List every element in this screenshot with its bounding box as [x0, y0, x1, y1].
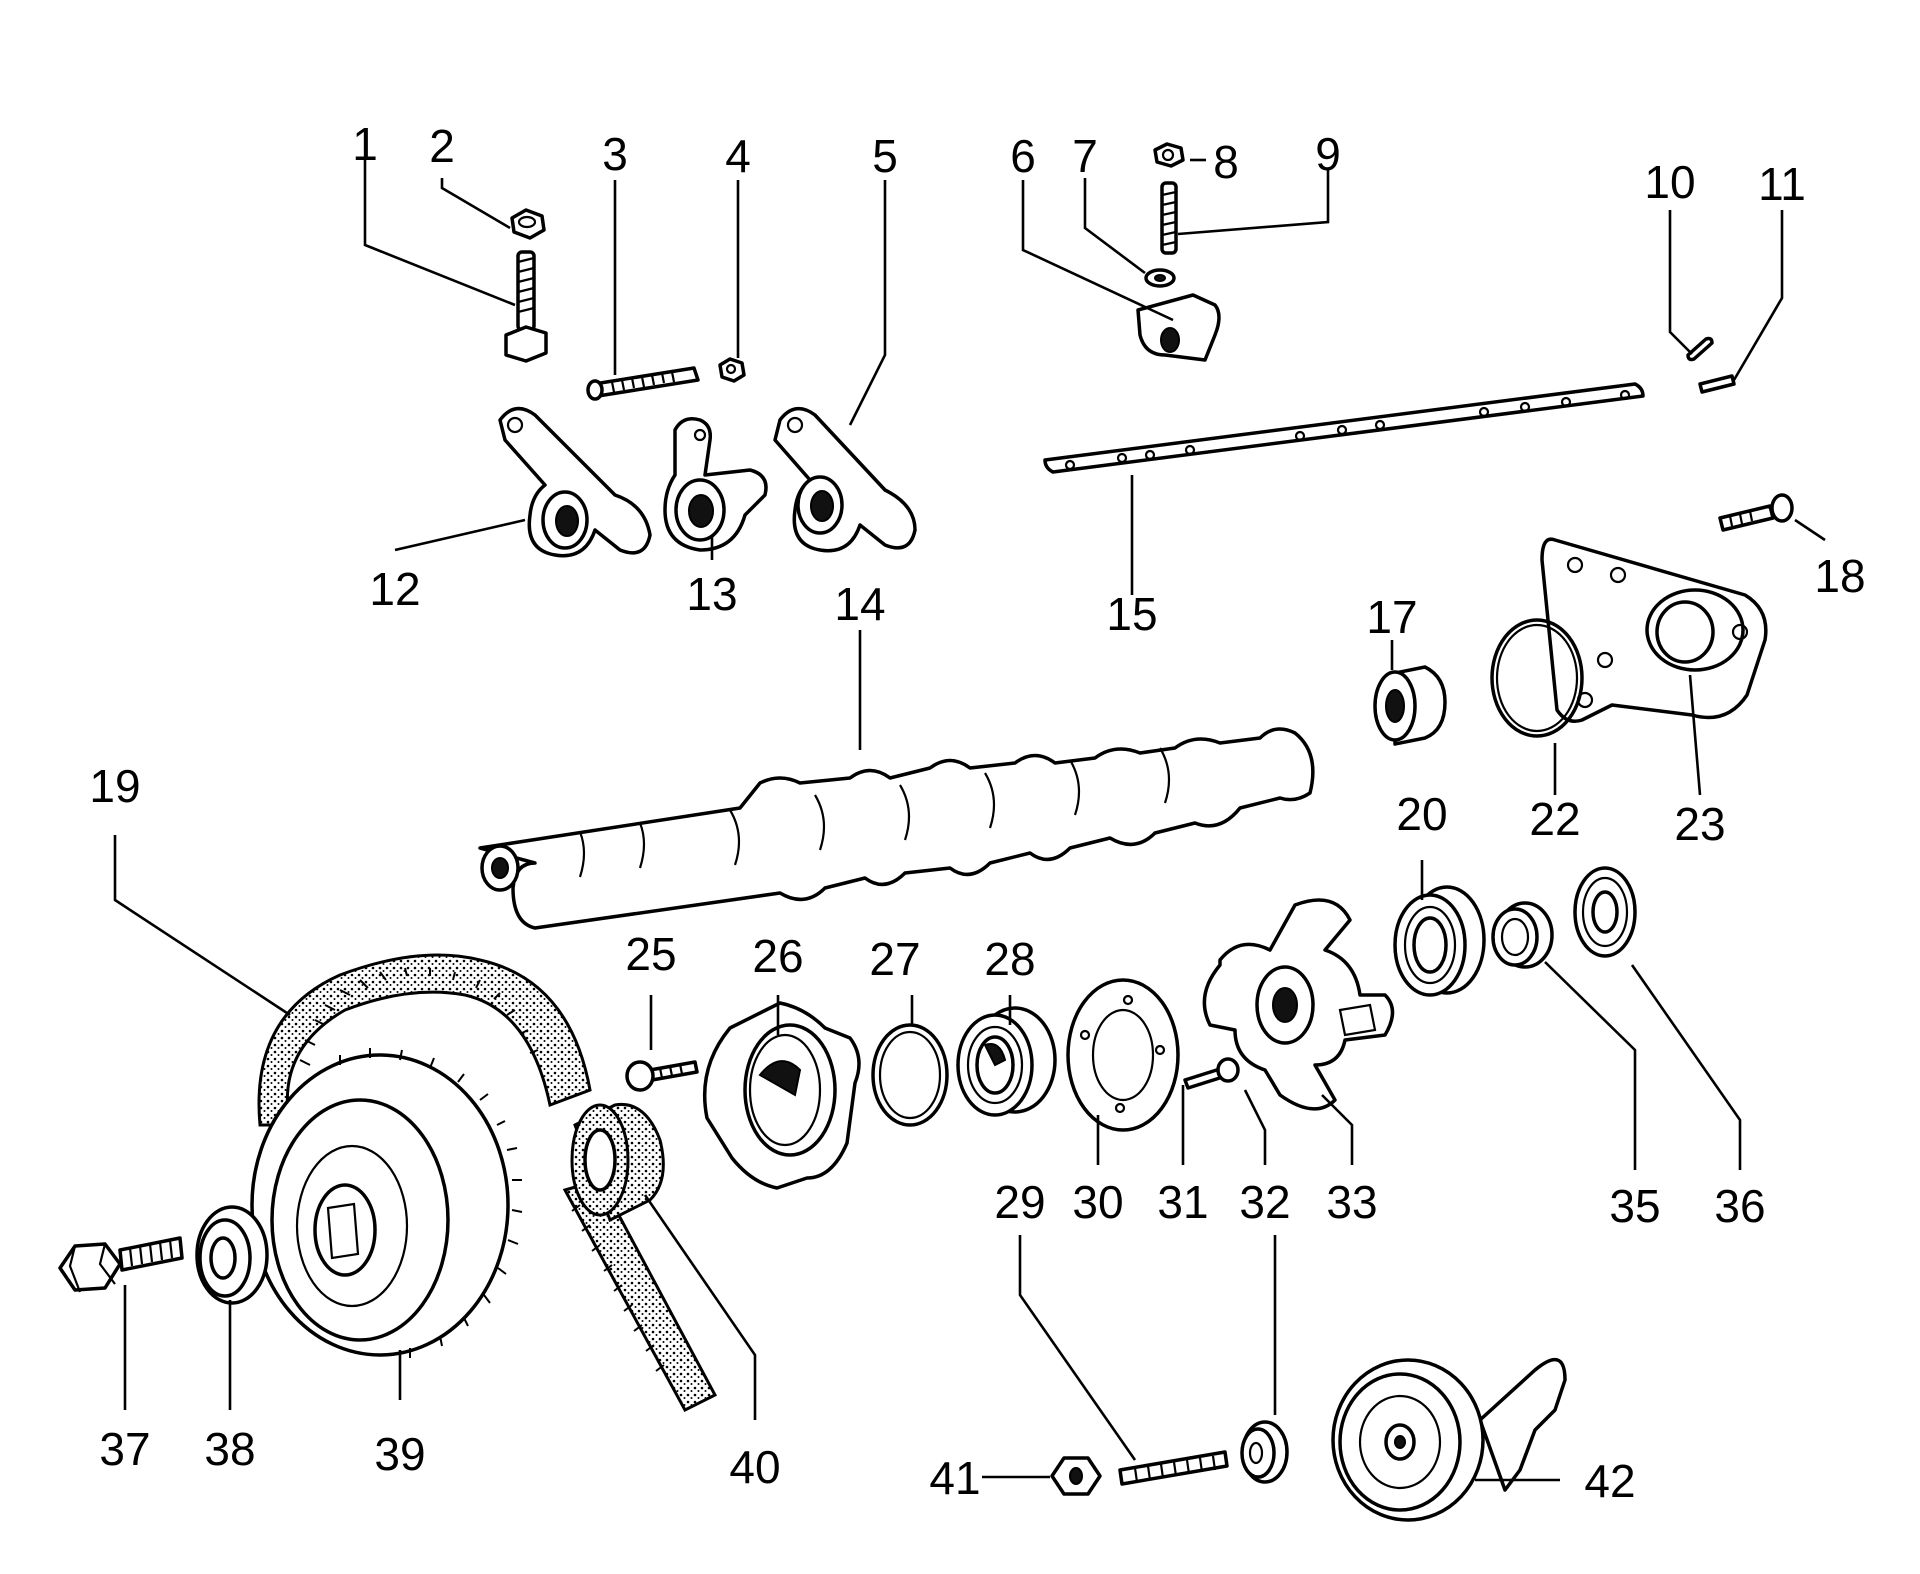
part-40-seal [570, 1102, 665, 1223]
callout-35: 35 [1609, 1180, 1660, 1232]
callout-18: 18 [1814, 550, 1865, 602]
callout-33: 33 [1326, 1176, 1377, 1228]
callout-37: 37 [99, 1423, 150, 1475]
part-2-nut [510, 208, 546, 240]
part-13-rocker-arm [663, 417, 768, 552]
part-25-screw [625, 1060, 699, 1092]
callout-12: 12 [369, 563, 420, 615]
callout-11: 11 [1758, 158, 1806, 210]
callout-15: 15 [1106, 588, 1157, 640]
callout-14: 14 [834, 578, 885, 630]
part-14-rocker-arm [773, 406, 917, 553]
part-4-nut [718, 357, 746, 383]
callout-38: 38 [204, 1423, 255, 1475]
part-10-clip [1686, 336, 1714, 362]
callout-41: 41 [929, 1452, 980, 1504]
callout-8: 8 [1213, 136, 1239, 188]
part-28-bearing [956, 1006, 1057, 1117]
part-36-bearing [1573, 866, 1637, 958]
part-15-rocker-shaft [1043, 382, 1645, 474]
callout-27: 27 [869, 933, 920, 985]
callout-30: 30 [1072, 1176, 1123, 1228]
part-14-camshaft [478, 727, 1315, 930]
callout-39: 39 [374, 1428, 425, 1480]
part-3-screw [586, 366, 700, 401]
part-17-bush [1373, 665, 1447, 746]
callout-19: 19 [89, 760, 140, 812]
callout-22: 22 [1529, 793, 1580, 845]
part-41-nut [1050, 1456, 1102, 1496]
callout-9: 9 [1315, 128, 1341, 180]
part-33-drive-gear [1202, 898, 1395, 1111]
part-8-nut [1153, 142, 1185, 168]
callout-42: 42 [1584, 1455, 1635, 1507]
callout-26: 26 [752, 930, 803, 982]
part-29-stud [1118, 1450, 1229, 1486]
part-35-washer [1491, 901, 1554, 969]
callout-3: 3 [602, 128, 628, 180]
part-42-tensioner [1331, 1357, 1567, 1522]
part-18-screw [1718, 493, 1794, 532]
callout-7: 7 [1072, 130, 1098, 182]
part-20-bearing [1393, 885, 1486, 997]
part-12-rocker-arm [498, 406, 652, 558]
part-26-bearing-housing [702, 1001, 861, 1190]
callout-29: 29 [994, 1176, 1045, 1228]
part-9-stud [1160, 181, 1178, 255]
callout-5: 5 [872, 130, 898, 182]
callout-32: 32 [1239, 1176, 1290, 1228]
part-7-washer [1144, 268, 1176, 288]
callout-20: 20 [1396, 788, 1447, 840]
callout-labels: 1 2 3 4 5 6 7 8 9 10 11 12 13 14 15 17 1… [89, 118, 1865, 1507]
callout-25: 25 [625, 928, 676, 980]
part-31-screw [1183, 1057, 1240, 1090]
callout-10: 10 [1644, 156, 1695, 208]
part-39-sprocket [250, 1048, 523, 1358]
callout-2: 2 [429, 120, 455, 172]
part-6-bracket [1136, 293, 1221, 362]
part-11-pin [1698, 374, 1736, 394]
part-30-flange-plate [1066, 978, 1180, 1132]
callout-13: 13 [686, 568, 737, 620]
callout-36: 36 [1714, 1180, 1765, 1232]
callout-1: 1 [352, 118, 378, 170]
callout-17: 17 [1366, 591, 1417, 643]
part-37-bolt [58, 1236, 184, 1293]
leader-lines [113, 158, 1826, 1482]
part-32-washer [1240, 1420, 1289, 1484]
callout-40: 40 [729, 1441, 780, 1493]
part-22-o-ring [1490, 618, 1584, 738]
part-23-housing [1540, 537, 1768, 723]
callout-23: 23 [1674, 798, 1725, 850]
callout-6: 6 [1010, 130, 1036, 182]
part-1-bolt [504, 250, 548, 363]
callout-31: 31 [1157, 1176, 1208, 1228]
callout-4: 4 [725, 130, 751, 182]
part-38-washer [195, 1205, 269, 1305]
part-27-ring [871, 1023, 949, 1127]
callout-28: 28 [984, 933, 1035, 985]
